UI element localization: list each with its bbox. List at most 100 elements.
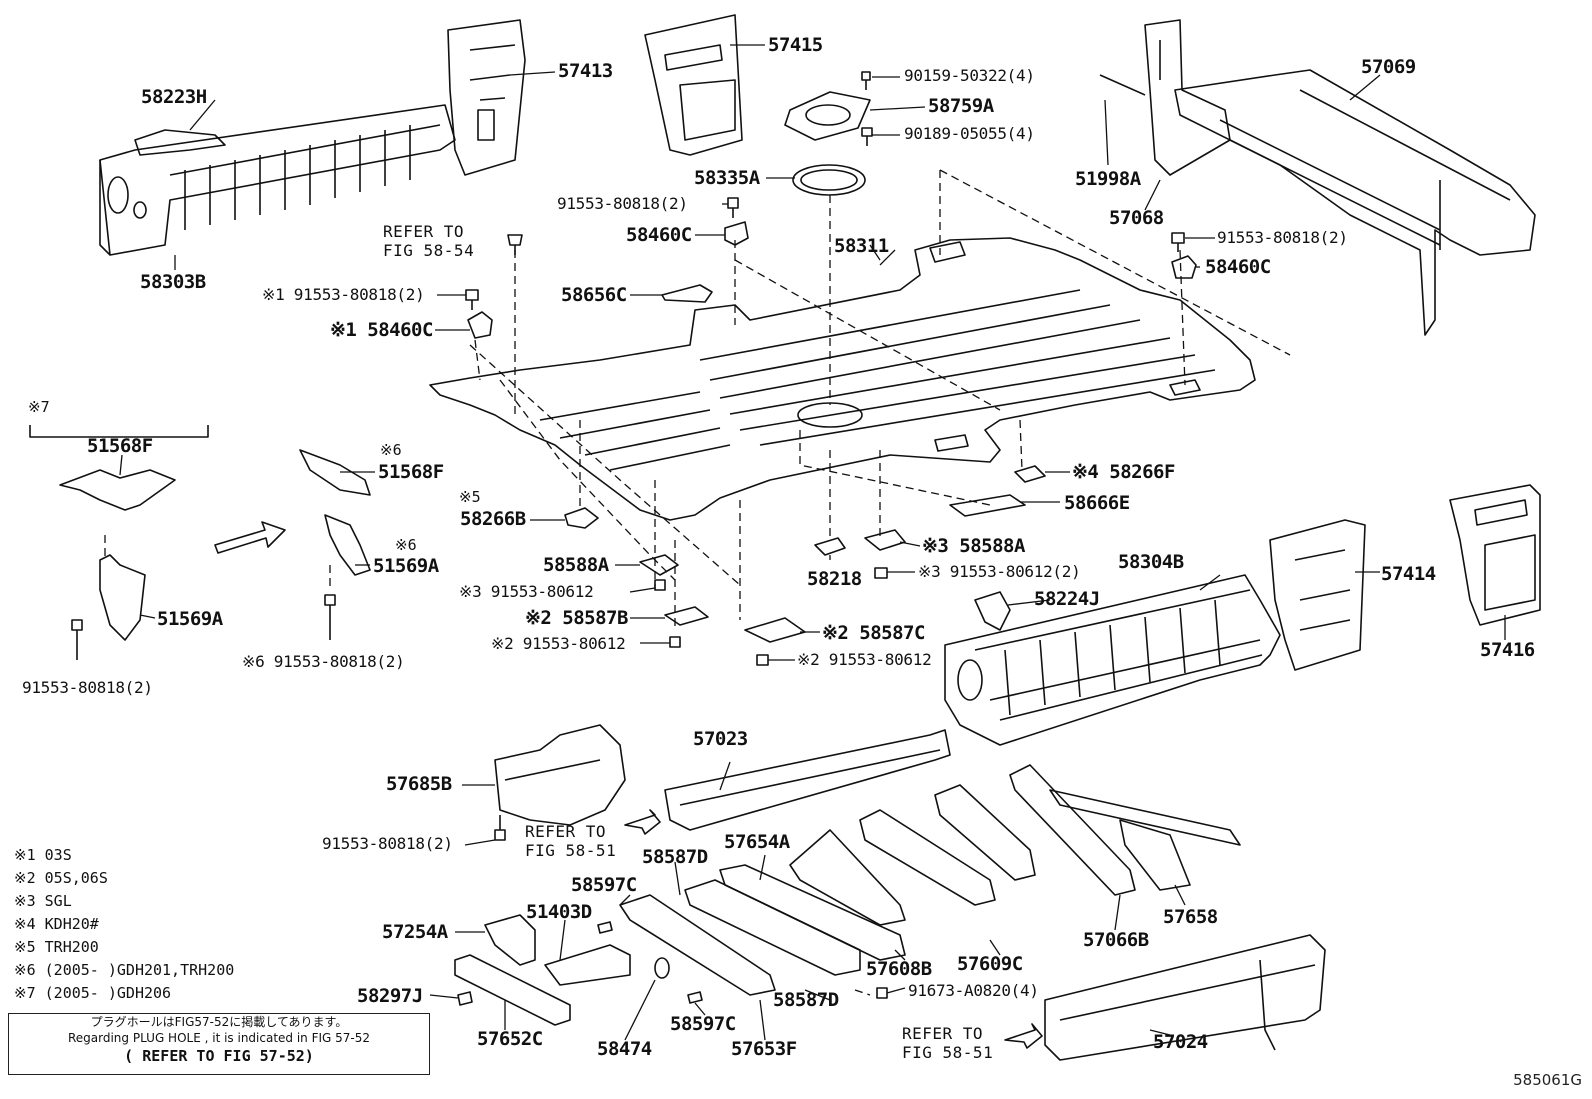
label-57416[interactable]: 57416 (1480, 639, 1535, 661)
label-91553-80818-left[interactable]: 91553-80818(2) (22, 678, 153, 697)
label-58266B[interactable]: 58266B (460, 508, 526, 530)
label-57654A[interactable]: 57654A (724, 831, 790, 853)
label-91553-80612-m2b[interactable]: ※2 91553-80612 (797, 650, 932, 669)
label-90159-50322[interactable]: 90159-50322(4) (904, 66, 1035, 85)
label-90189-05055[interactable]: 90189-05055(4) (904, 124, 1035, 143)
part-58297J-drawing (457, 991, 473, 1006)
legend-item: ※2 05S,06S (14, 869, 108, 887)
part-crossmembers-drawing (619, 764, 1241, 996)
label-58587D-top[interactable]: 58587D (642, 846, 708, 868)
label-58666E[interactable]: 58666E (1064, 492, 1130, 514)
label-57658[interactable]: 57658 (1163, 906, 1218, 928)
label-58588A-m3[interactable]: ※3 58588A (922, 535, 1025, 557)
label-58759A[interactable]: 58759A (928, 95, 994, 117)
part-58588A-drawing (639, 554, 679, 576)
label-91553-80818-top[interactable]: 91553-80818(2) (557, 194, 688, 213)
mark-7: ※7 (28, 398, 50, 416)
part-57069-drawing (1174, 69, 1536, 336)
label-58460C-right[interactable]: 58460C (1205, 256, 1271, 278)
label-58224J[interactable]: 58224J (1034, 588, 1100, 610)
label-57069[interactable]: 57069 (1361, 56, 1416, 78)
legend-item: ※1 03S (14, 846, 72, 864)
mark-6a: ※6 (380, 441, 402, 459)
label-91553-80612-m3[interactable]: ※3 91553-80612 (459, 582, 594, 601)
label-57608B[interactable]: 57608B (866, 958, 932, 980)
label-51998A[interactable]: 51998A (1075, 168, 1141, 190)
label-91673-A0820[interactable]: 91673-A0820(4) (908, 981, 1039, 1000)
ref-line-1: REFER TO (525, 822, 607, 841)
part-58597C-drawing (597, 921, 703, 1004)
label-57413[interactable]: 57413 (558, 60, 613, 82)
label-91553-80818-m6[interactable]: ※6 91553-80818(2) (242, 652, 405, 671)
ref-line-2: FIG 58-51 (902, 1043, 994, 1062)
part-58266B-drawing (564, 507, 599, 529)
ref-line-2: FIG 58-54 (383, 241, 475, 260)
part-58666E-drawing (949, 494, 1026, 517)
label-58335A[interactable]: 58335A (694, 167, 760, 189)
label-58460C-m1[interactable]: ※1 58460C (330, 319, 433, 341)
label-58588A[interactable]: 58588A (543, 554, 609, 576)
legend-item: ※5 TRH200 (14, 938, 99, 956)
part-58218-drawing (814, 537, 846, 556)
label-57414[interactable]: 57414 (1381, 563, 1436, 585)
note-line-3[interactable]: ( REFER TO FIG 57-52) (124, 1047, 314, 1065)
label-51569A-m6[interactable]: 51569A (373, 555, 439, 577)
part-58223H-drawing (134, 129, 226, 156)
label-57066B[interactable]: 57066B (1083, 929, 1149, 951)
part-58304B-drawing (944, 574, 1281, 746)
part-58588A-m3-drawing (864, 529, 906, 551)
part-58460C-right-drawing (1171, 255, 1197, 279)
label-58460C-top[interactable]: 58460C (626, 224, 692, 246)
part-58224J-drawing (974, 591, 1011, 631)
label-91553-80818-bottom[interactable]: 91553-80818(2) (322, 834, 453, 853)
part-58587B-drawing (664, 606, 709, 626)
label-91553-80818-right[interactable]: 91553-80818(2) (1217, 228, 1348, 247)
label-58311[interactable]: 58311 (834, 235, 889, 257)
label-57415[interactable]: 57415 (768, 34, 823, 56)
label-57023[interactable]: 57023 (693, 728, 748, 750)
label-51403D[interactable]: 51403D (526, 901, 592, 923)
label-51568F-m6[interactable]: 51568F (378, 461, 444, 483)
label-51569A-left[interactable]: 51569A (157, 608, 223, 630)
part-58587C-drawing (744, 617, 806, 643)
label-58297J[interactable]: 58297J (357, 985, 423, 1007)
label-57254A[interactable]: 57254A (382, 921, 448, 943)
mark-6b: ※6 (395, 536, 417, 554)
label-57652C[interactable]: 57652C (477, 1028, 543, 1050)
label-58303B[interactable]: 58303B (140, 271, 206, 293)
label-57653F[interactable]: 57653F (731, 1038, 797, 1060)
label-58656C[interactable]: 58656C (561, 284, 627, 306)
part-58335A-drawing (792, 164, 866, 196)
label-58587C[interactable]: ※2 58587C (822, 622, 925, 644)
label-91553-80612-2-m3[interactable]: ※3 91553-80612(2) (918, 562, 1081, 581)
part-51998A-drawing (1099, 74, 1146, 96)
legend-item: ※6 (2005- )GDH201,TRH200 (14, 961, 235, 979)
part-57652C-drawing (454, 954, 571, 1026)
label-91553-80818-m1[interactable]: ※1 91553-80818(2) (262, 285, 425, 304)
part-51569A-m6-drawing (324, 514, 371, 576)
label-58587B[interactable]: ※2 58587B (525, 607, 628, 629)
label-58218[interactable]: 58218 (807, 568, 862, 590)
diagram-code: 585061G (1513, 1071, 1582, 1089)
label-91553-80612-m2[interactable]: ※2 91553-80612 (491, 634, 626, 653)
label-58223H[interactable]: 58223H (141, 86, 207, 108)
label-58474[interactable]: 58474 (597, 1038, 652, 1060)
label-57024[interactable]: 57024 (1153, 1031, 1208, 1053)
label-57685B[interactable]: 57685B (386, 773, 452, 795)
label-58597C-bottom[interactable]: 58597C (670, 1013, 736, 1035)
label-51568F-left[interactable]: 51568F (87, 435, 153, 457)
label-58304B[interactable]: 58304B (1118, 551, 1184, 573)
note-line-2: Regarding PLUG HOLE , it is indicated in… (67, 1031, 371, 1045)
ref-line-1: REFER TO (383, 222, 465, 241)
label-58587D-bottom[interactable]: 58587D (773, 989, 839, 1011)
part-58311-drawing (429, 237, 1256, 521)
label-57068[interactable]: 57068 (1109, 207, 1164, 229)
label-57609C[interactable]: 57609C (957, 953, 1023, 975)
part-57254A-drawing (484, 914, 536, 966)
label-58597C-top[interactable]: 58597C (571, 874, 637, 896)
label-58266F[interactable]: ※4 58266F (1072, 461, 1175, 483)
